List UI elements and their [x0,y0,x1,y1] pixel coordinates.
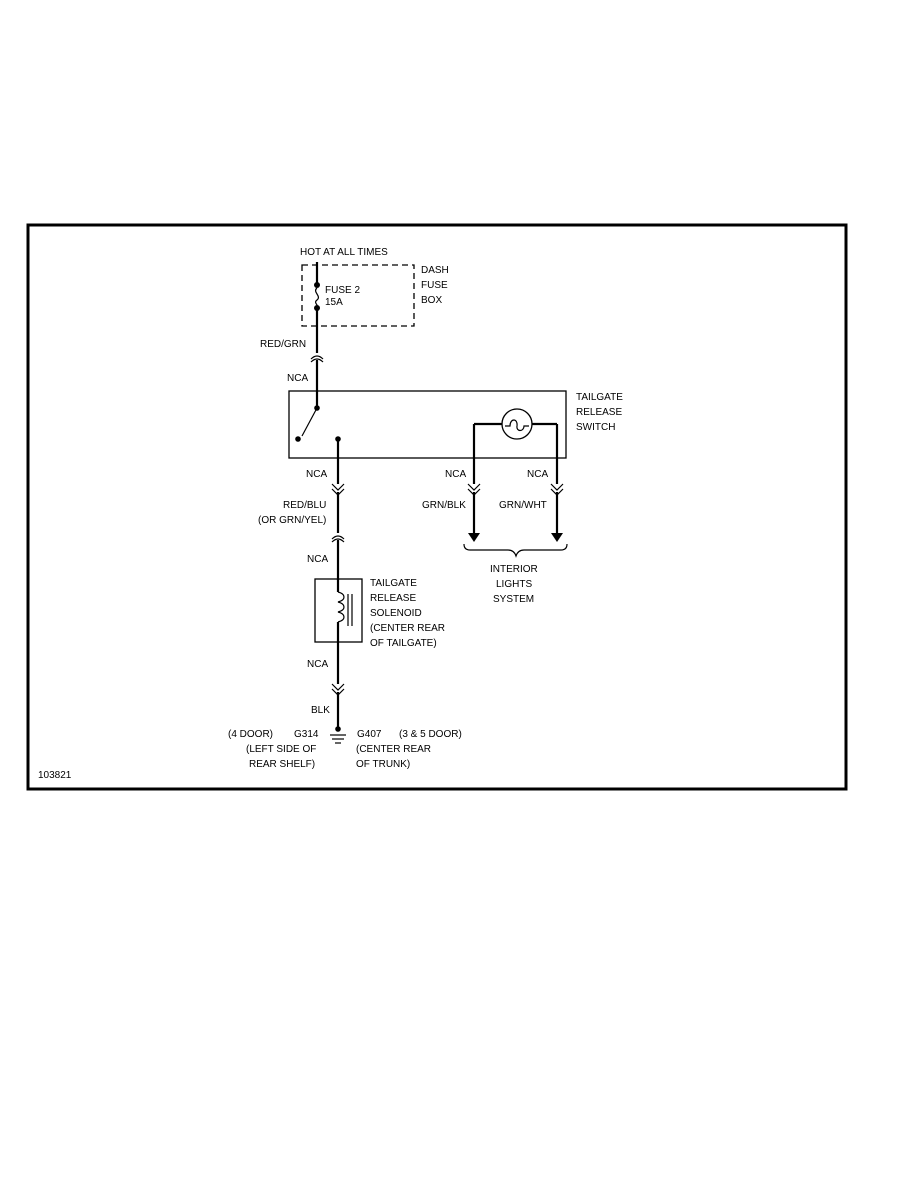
ground-left-variant: (4 DOOR) [228,729,273,740]
ground-left-loc-1: (LEFT SIDE OF [246,744,316,755]
figure-id: 103821 [38,770,72,781]
ground-left-id: G314 [294,729,319,740]
interior-lights-brace [463,543,568,558]
nca-label-1: NCA [287,373,308,384]
fuse-rating: 15A [325,297,343,308]
fuse-box-label-1: DASH [421,265,449,276]
ground-right-variant: (3 & 5 DOOR) [399,729,462,740]
wire-red-grn-label: RED/GRN [260,339,306,350]
solenoid-coil-icon [336,579,353,642]
solenoid-label-3: SOLENOID [370,608,422,619]
switch-label-2: RELEASE [576,407,622,418]
tailgate-release-switch-box [288,390,567,459]
wire-blk-label: BLK [311,705,330,716]
nca-label-4: NCA [307,659,328,670]
solenoid-label-5: OF TAILGATE) [370,638,437,649]
dash-fuse-box [301,264,415,327]
ground-right-loc-2: OF TRUNK) [356,759,410,770]
diagram-frame [26,223,848,791]
fuse-box-label-2: FUSE [421,280,448,291]
ground-right-id: G407 [357,729,382,740]
wire-grn-wht-label: GRN/WHT [499,500,547,511]
connector-3 [331,535,345,543]
nca-label-2: NCA [306,469,327,480]
ground-left-loc-2: REAR SHELF) [249,759,315,770]
wire-red-blu-label: RED/BLU [283,500,326,511]
fuse-box-label-3: BOX [421,295,442,306]
wire-red-blu-alt-label: (OR GRN/YEL) [258,515,326,526]
solenoid-label-4: (CENTER REAR [370,623,445,634]
switch-label-1: TAILGATE [576,392,623,403]
solenoid-label-2: RELEASE [370,593,416,604]
interior-lamp-icon [501,408,533,440]
fuse-2-symbol [314,282,320,311]
interior-label-3: SYSTEM [493,594,534,605]
ground-right-loc-1: (CENTER REAR [356,744,431,755]
switch-label-3: SWITCH [576,422,615,433]
nca-label-5: NCA [445,469,466,480]
solenoid-label-1: TAILGATE [370,578,417,589]
fuse-name: FUSE 2 [325,285,360,296]
hot-at-all-times-label: HOT AT ALL TIMES [300,247,388,258]
connector-1 [310,355,324,363]
switch-contact [295,405,341,442]
nca-label-3: NCA [307,554,328,565]
interior-label-1: INTERIOR [490,564,538,575]
wire-grn-blk-label: GRN/BLK [422,500,466,511]
ground-icon [330,726,346,744]
interior-label-2: LIGHTS [496,579,532,590]
arrow-grn-blk-icon [468,533,480,542]
arrow-grn-wht-icon [551,533,563,542]
nca-label-6: NCA [527,469,548,480]
